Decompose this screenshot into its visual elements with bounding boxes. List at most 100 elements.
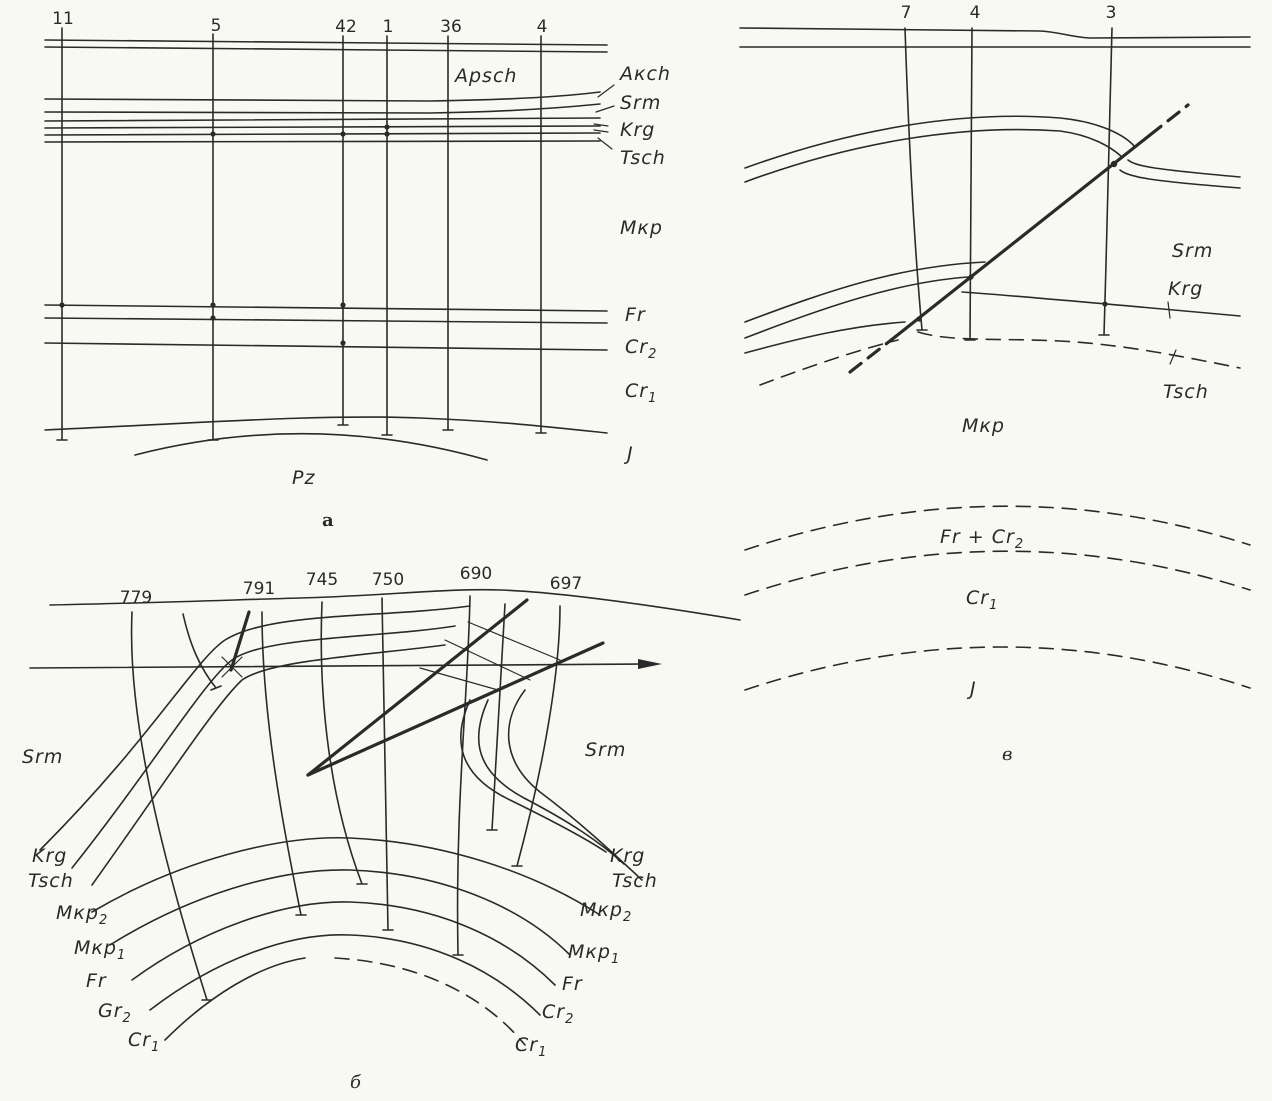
unit-label-pz: Pz xyxy=(292,467,315,489)
unit-label-base: Fr + Cr xyxy=(940,526,1015,548)
unit-label-subscript: 2 xyxy=(565,1012,574,1027)
krg-right xyxy=(961,291,1241,317)
wedge-horizon xyxy=(467,621,561,661)
right-limb-horizons xyxy=(460,689,643,881)
unit-label-subscript: 1 xyxy=(989,598,998,613)
panel-b-label: б xyxy=(350,1072,362,1093)
panel-c-label: в xyxy=(1002,744,1012,765)
unit-label-mkp1: Мкр1 xyxy=(74,937,126,963)
tsch-left-line xyxy=(91,644,446,886)
akch-pointer xyxy=(597,84,615,98)
unit-label-srm: Srm xyxy=(620,92,661,114)
fault-junction xyxy=(221,656,243,678)
fr-line xyxy=(131,901,556,986)
unit-label-cr1: Cr1 xyxy=(625,380,657,406)
well-number: 697 xyxy=(550,574,582,594)
unit-label-tsch: Tsch xyxy=(28,870,74,892)
profile-arrow-head xyxy=(638,659,662,669)
well-line xyxy=(964,27,976,341)
unit-label-mkp: Мкр xyxy=(620,217,663,239)
fault-wedge-upper xyxy=(306,598,529,777)
mkp2-line xyxy=(91,836,601,916)
unit-label-fr: Fr xyxy=(86,970,107,992)
well-number: 1 xyxy=(383,17,394,37)
panel-b-faults xyxy=(221,598,605,777)
panel-c: 7 4 3 Srm Krg Tsch Мкр Fr + Cr2 Cr1 J в xyxy=(739,3,1251,765)
anticline-horizons xyxy=(91,836,601,1046)
panel-a-well-markers xyxy=(59,124,390,346)
well-number: 36 xyxy=(440,17,462,37)
well-marker xyxy=(968,274,974,280)
unit-label-krg: Krg xyxy=(1168,278,1203,300)
akch-srm-contact xyxy=(44,91,601,102)
surface-line xyxy=(49,588,741,621)
panel-c-wells xyxy=(904,27,1113,341)
well-number: 750 xyxy=(372,570,404,590)
cr1-line xyxy=(164,957,306,1041)
panel-b-left-unit-labels: Srm Krg Tsch Мкр2 Мкр1 Fr Gr2 Cr1 xyxy=(22,746,159,1055)
unit-label-base: Cr xyxy=(966,587,989,609)
panel-a-label: а xyxy=(322,510,334,531)
unit-label-base: Cr xyxy=(515,1034,538,1056)
fault-line xyxy=(893,133,1152,339)
well-number: 4 xyxy=(537,17,548,37)
mkp1-line xyxy=(109,869,571,956)
upper-horizon-left-top xyxy=(744,115,1136,169)
cr2-base-line xyxy=(44,342,608,351)
well-line xyxy=(182,613,222,691)
krg-base-left xyxy=(744,321,906,354)
tsch-right xyxy=(917,331,1241,369)
well-marker xyxy=(210,315,216,321)
well-line xyxy=(486,603,506,831)
panel-c-unit-labels: Srm Krg Tsch Мкр Fr + Cr2 Cr1 J xyxy=(940,240,1213,700)
panel-b-right-unit-labels: Srm Krg Tsch Мкр2 Мкр1 Fr Cr2 Cr1 xyxy=(515,739,657,1060)
cr2-line xyxy=(149,934,541,1016)
wedge-horizon xyxy=(419,667,499,691)
panel-c-deep-horizons xyxy=(744,505,1251,691)
well-line xyxy=(207,33,219,441)
srm-base-left xyxy=(744,261,986,323)
well-line xyxy=(1098,27,1113,336)
well-line xyxy=(442,35,454,431)
unit-label-fr: Fr xyxy=(562,973,583,995)
panel-c-markers xyxy=(916,160,1177,365)
cr1-line-dashed xyxy=(334,957,526,1046)
krg-top-left xyxy=(744,276,969,339)
unit-label-srm: Srm xyxy=(1172,240,1213,262)
srm-base-line xyxy=(44,103,601,114)
unit-label-base: Мкр xyxy=(568,941,611,963)
well-marker xyxy=(210,302,216,308)
well-number: 7 xyxy=(901,3,912,23)
krg-tsch-right-line xyxy=(477,699,625,865)
unit-label-tsch: Tsch xyxy=(620,147,666,169)
unit-label-base: Мкр xyxy=(74,937,117,959)
well-number: 791 xyxy=(243,579,275,599)
unit-label-cr2: Cr2 xyxy=(625,336,657,362)
fault-wedge-lower xyxy=(306,641,605,777)
well-line xyxy=(381,597,394,931)
unit-label-base: Мкр xyxy=(56,902,99,924)
unit-label-subscript: 1 xyxy=(117,948,126,963)
upper-horizon-right-base xyxy=(1119,169,1241,189)
panel-a-wells xyxy=(56,27,547,441)
surface-line-upper xyxy=(739,27,1251,39)
well-line xyxy=(261,611,307,916)
unit-label-cr2: Cr2 xyxy=(542,1001,574,1027)
j-top-line xyxy=(744,646,1251,691)
well-number: 690 xyxy=(460,564,492,584)
well-number: 42 xyxy=(335,17,357,37)
panel-a: 11 5 42 1 36 4 Apsch Акch Srm Krg Tsch М… xyxy=(44,9,670,531)
unit-label-krg: Krg xyxy=(620,119,655,141)
well-line xyxy=(381,35,393,436)
surface-line-lower xyxy=(44,46,608,53)
krg-right-line xyxy=(460,699,607,853)
well-marker xyxy=(384,124,390,130)
j-top-line xyxy=(44,416,608,434)
fr-top-line xyxy=(44,304,608,312)
well-marker xyxy=(340,302,346,308)
krg-tick xyxy=(1167,301,1171,319)
upper-horizon-right-top xyxy=(1127,159,1241,178)
unit-label-j: J xyxy=(623,443,634,465)
well-number: 4 xyxy=(970,3,981,23)
